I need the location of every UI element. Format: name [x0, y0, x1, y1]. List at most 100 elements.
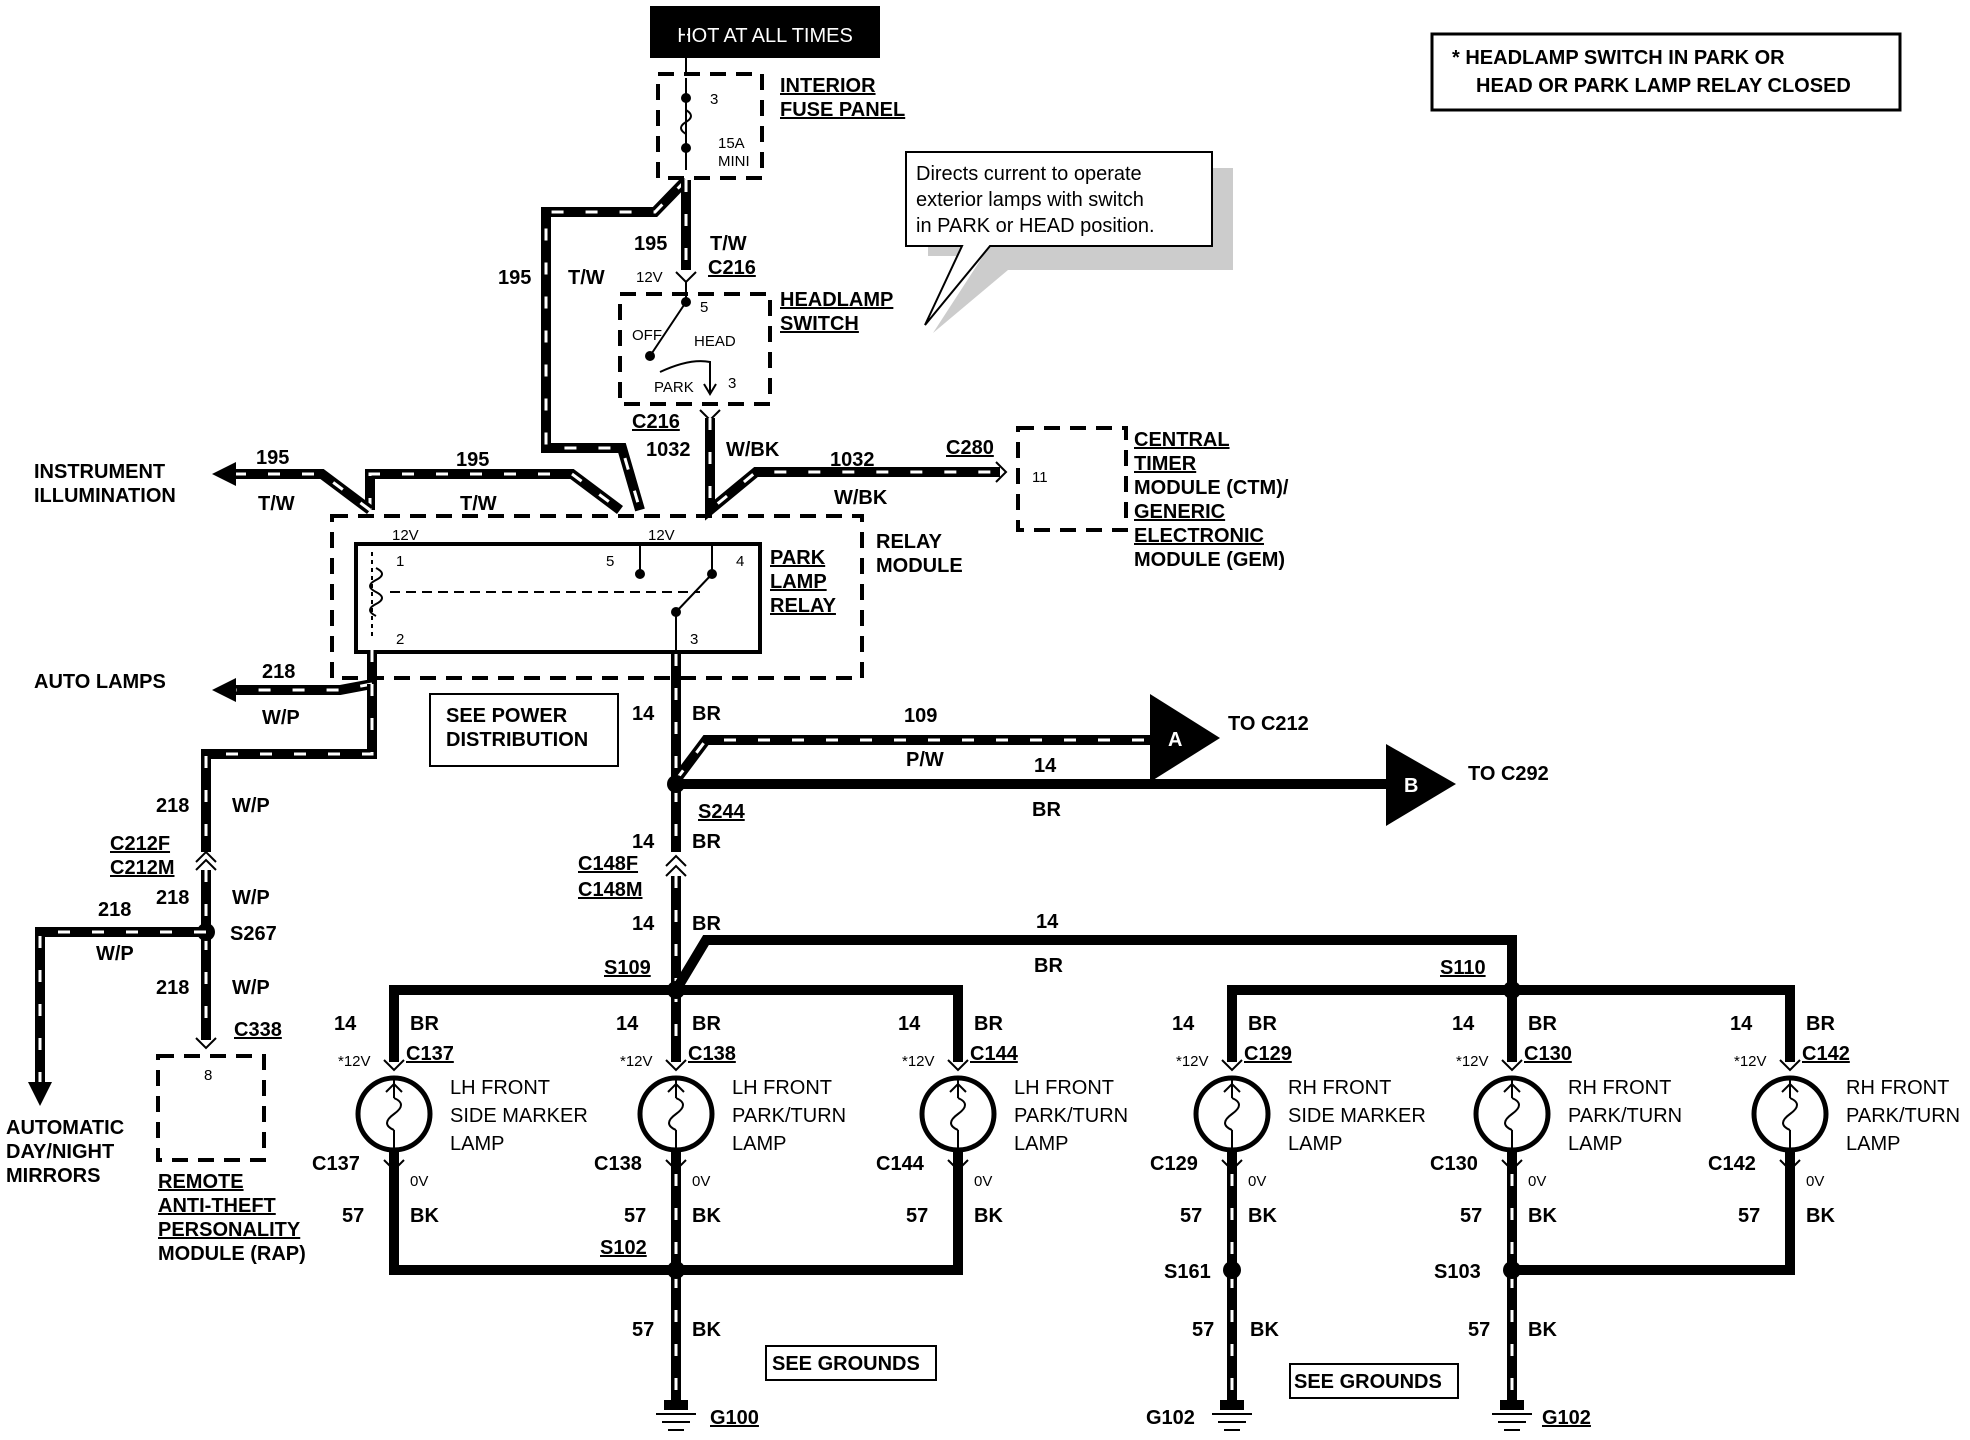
svg-text:PARK: PARK [654, 379, 694, 396]
lamp-name-line-1: LH FRONT [732, 1077, 832, 1099]
svg-text:218: 218 [262, 661, 295, 683]
lamp-connector-top: C142 [1802, 1043, 1850, 1065]
arrow-left-icon [212, 678, 236, 702]
svg-text:218: 218 [156, 795, 189, 817]
lamp-name-line-3: LAMP [1014, 1133, 1068, 1155]
splice-s110 [1503, 981, 1521, 999]
svg-text:W/P: W/P [96, 943, 134, 965]
lamp-connector-top: C130 [1524, 1043, 1572, 1065]
lamp-connector-bottom: C137 [312, 1153, 360, 1175]
splice-s244 [667, 775, 685, 793]
svg-text:BK: BK [692, 1319, 721, 1341]
svg-text:C212F: C212F [110, 833, 170, 855]
svg-text:57: 57 [906, 1205, 928, 1227]
lamp-name-line-2: PARK/TURN [1568, 1105, 1682, 1127]
lamp-name-line-1: RH FRONT [1846, 1077, 1949, 1099]
lamp-connector-bottom: C130 [1430, 1153, 1478, 1175]
svg-text:BR: BR [692, 831, 721, 853]
svg-text:*12V: *12V [1176, 1053, 1209, 1070]
relay-module-box [330, 514, 864, 680]
svg-text:0V: 0V [974, 1173, 992, 1190]
svg-text:*12V: *12V [1734, 1053, 1767, 1070]
svg-text:BR: BR [410, 1013, 439, 1035]
lamp-connector-top: C137 [406, 1043, 454, 1065]
svg-text:BR: BR [1806, 1013, 1835, 1035]
callout-line-3: in PARK or HEAD position. [916, 215, 1155, 237]
svg-text:SEE GROUNDS: SEE GROUNDS [1294, 1371, 1442, 1393]
svg-text:GENERIC: GENERIC [1134, 501, 1225, 523]
note-line-1: * HEADLAMP SWITCH IN PARK OR [1452, 47, 1785, 69]
lamp-name-line-1: LH FRONT [450, 1077, 550, 1099]
svg-text:C212M: C212M [110, 857, 174, 879]
svg-text:14: 14 [1036, 911, 1059, 933]
note-line-2: HEAD OR PARK LAMP RELAY CLOSED [1476, 75, 1851, 97]
svg-text:BK: BK [1528, 1319, 1557, 1341]
svg-text:MODULE: MODULE [876, 555, 963, 577]
svg-text:RELAY: RELAY [876, 531, 943, 553]
svg-text:BR: BR [1032, 799, 1061, 821]
svg-text:57: 57 [1192, 1319, 1214, 1341]
park-lamp-relay-box [354, 542, 762, 654]
svg-text:RELAY: RELAY [770, 595, 837, 617]
svg-text:4: 4 [736, 553, 744, 570]
svg-text:S244: S244 [698, 801, 746, 823]
lamp-connector-bottom: C129 [1150, 1153, 1198, 1175]
switch-blade [649, 301, 687, 357]
instrument-illumination-label-1: INSTRUMENT [34, 461, 165, 483]
see-grounds-lh[interactable] [765, 1345, 937, 1381]
lamp-connector-bottom: C144 [876, 1153, 925, 1175]
arrow-down-icon [28, 1082, 52, 1106]
connector-b-arrow [1386, 744, 1456, 826]
lamp-connector-top: C138 [688, 1043, 736, 1065]
svg-text:BR: BR [692, 913, 721, 935]
svg-text:MIRRORS: MIRRORS [6, 1165, 100, 1187]
svg-text:5: 5 [606, 553, 614, 570]
ctm-gem-box [1016, 426, 1128, 532]
svg-text:57: 57 [1738, 1205, 1760, 1227]
svg-text:0V: 0V [1528, 1173, 1546, 1190]
svg-text:57: 57 [342, 1205, 364, 1227]
see-power-distribution-box[interactable] [429, 693, 619, 767]
splice-s102 [667, 1261, 685, 1279]
svg-text:14: 14 [632, 831, 655, 853]
svg-text:109: 109 [904, 705, 937, 727]
svg-text:1032: 1032 [830, 449, 875, 471]
svg-text:HEAD: HEAD [694, 333, 736, 350]
arrow-left-icon [212, 462, 236, 486]
note-box [1430, 32, 1902, 112]
svg-text:195: 195 [634, 233, 667, 255]
svg-text:PERSONALITY: PERSONALITY [158, 1219, 301, 1241]
ground-g102-icon [1212, 1400, 1252, 1431]
relay-contact [675, 573, 713, 613]
svg-text:BK: BK [1248, 1205, 1277, 1227]
svg-text:S102: S102 [600, 1237, 647, 1259]
callout-line-2: exterior lamps with switch [916, 189, 1144, 211]
svg-text:SEE GROUNDS: SEE GROUNDS [772, 1353, 920, 1375]
svg-text:12V: 12V [392, 527, 419, 544]
svg-text:C148F: C148F [578, 853, 638, 875]
see-grounds-rh[interactable] [1289, 1363, 1459, 1399]
svg-text:W/P: W/P [262, 707, 300, 729]
svg-text:2: 2 [396, 631, 404, 648]
svg-text:14: 14 [898, 1013, 921, 1035]
svg-text:MODULE (RAP): MODULE (RAP) [158, 1243, 306, 1265]
svg-text:LAMP: LAMP [770, 571, 827, 593]
svg-text:S109: S109 [604, 957, 651, 979]
svg-text:CENTRAL: CENTRAL [1134, 429, 1230, 451]
lamp-name-line-2: SIDE MARKER [450, 1105, 588, 1127]
svg-text:S103: S103 [1434, 1261, 1481, 1283]
svg-text:BK: BK [1250, 1319, 1279, 1341]
svg-text:*12V: *12V [620, 1053, 653, 1070]
svg-text:57: 57 [1180, 1205, 1202, 1227]
lamp-name-line-1: RH FRONT [1568, 1077, 1671, 1099]
wire-218-auto-lamps [228, 650, 377, 695]
lamp-name-line-2: PARK/TURN [1014, 1105, 1128, 1127]
auto-lamps-label: AUTO LAMPS [34, 671, 166, 693]
lamp-name-line-2: SIDE MARKER [1288, 1105, 1426, 1127]
svg-text:DISTRIBUTION: DISTRIBUTION [446, 729, 588, 751]
svg-text:195: 195 [256, 447, 289, 469]
lamp-connector-top: C129 [1244, 1043, 1292, 1065]
svg-text:14: 14 [334, 1013, 357, 1035]
svg-text:C148M: C148M [578, 879, 642, 901]
